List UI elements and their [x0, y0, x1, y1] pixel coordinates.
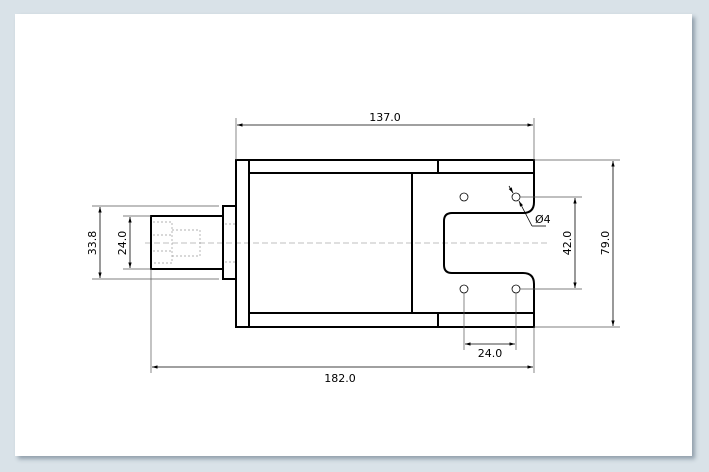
svg-text:24.0: 24.0 — [478, 347, 503, 360]
dimension-body-height: 79.0 — [534, 159, 620, 328]
hole — [511, 192, 521, 202]
drawing-sheet — [15, 14, 692, 456]
dimension-body-length: 137.0 — [235, 111, 535, 160]
dimension-hole-vertical-spacing: 42.0 — [520, 196, 582, 290]
hole — [459, 192, 469, 202]
dimension-collar-diameter: 33.8 — [86, 205, 219, 280]
dimension-hole-horizontal-spacing: 24.0 — [463, 293, 517, 360]
svg-text:137.0: 137.0 — [369, 111, 401, 124]
svg-text:24.0: 24.0 — [116, 231, 129, 256]
svg-text:79.0: 79.0 — [599, 231, 612, 256]
svg-text:Ø4: Ø4 — [535, 213, 551, 226]
dimension-hole-diameter: Ø4 — [508, 185, 551, 227]
hole — [459, 284, 469, 294]
shaft — [150, 215, 224, 270]
dimension-shaft-diameter: 24.0 — [116, 215, 151, 270]
collar — [222, 205, 237, 280]
svg-text:182.0: 182.0 — [324, 372, 356, 385]
main-body — [235, 159, 535, 328]
svg-text:33.8: 33.8 — [86, 231, 99, 256]
hole — [511, 284, 521, 294]
svg-text:42.0: 42.0 — [561, 231, 574, 256]
dimension-total-length: 182.0 — [150, 269, 535, 385]
